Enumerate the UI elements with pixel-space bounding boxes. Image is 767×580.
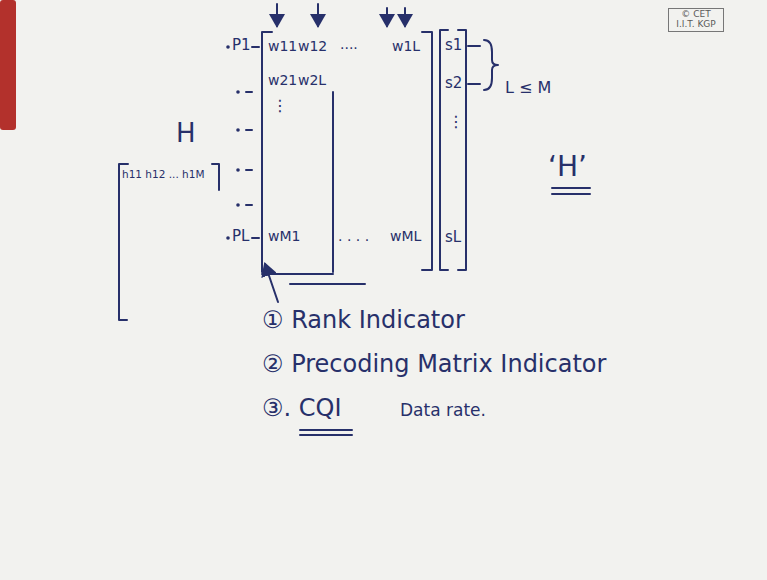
matrix-entry: w11 (268, 38, 297, 55)
vector-dots: ⋮ (448, 112, 464, 131)
matrix-entry: wML (390, 228, 421, 245)
matrix-dots: .... (340, 36, 358, 53)
vector-entry: s2 (445, 74, 462, 92)
matrix-entry: w1L (392, 38, 420, 55)
matrix-name: ‘H’ (548, 150, 587, 184)
constraint-note: L ≤ M (505, 78, 551, 97)
pointer-arrow (265, 264, 278, 302)
list-item: ③. CQI (262, 394, 342, 423)
column-arrow (386, 8, 388, 26)
antenna-label: PL (232, 227, 249, 245)
antenna-dot (236, 128, 240, 132)
antenna-dot (226, 45, 230, 49)
underline (300, 429, 352, 431)
antenna-dash (252, 237, 259, 239)
underline (290, 283, 365, 285)
matrix-dots: . . . . (338, 228, 369, 245)
antenna-dot (236, 168, 240, 172)
antenna-dash (246, 91, 252, 93)
antenna-dot (236, 203, 240, 207)
channel-row: h11 h12 ... h1M (122, 168, 204, 181)
antenna-dash (246, 129, 252, 131)
antenna-label: P1 (232, 36, 251, 54)
column-arrow (276, 4, 278, 26)
antenna-dot (226, 236, 230, 240)
brace (484, 40, 498, 90)
antenna-dot (236, 90, 240, 94)
matrix-name: H (176, 118, 196, 149)
watermark: © CET I.I.T. KGP (668, 8, 724, 32)
board-edge (0, 0, 16, 130)
matrix-entry: w12 (298, 38, 327, 55)
vector-entry: sL (445, 228, 461, 246)
column-arrow (404, 8, 406, 26)
column-line (332, 92, 334, 272)
side-note: Data rate. (400, 400, 486, 420)
antenna-dash (246, 204, 252, 206)
stream-line (468, 83, 480, 85)
underline (552, 187, 590, 189)
underline (300, 434, 352, 436)
list-item: ② Precoding Matrix Indicator (262, 350, 606, 379)
matrix-bracket (422, 32, 432, 270)
matrix-entry: w21 (268, 72, 297, 89)
matrix-entry: w2L (298, 72, 326, 89)
matrix-bracket (119, 164, 128, 320)
column-line (262, 273, 333, 275)
matrix-bracket (212, 164, 219, 190)
antenna-dash (246, 169, 252, 171)
antenna-dash (252, 46, 259, 48)
stream-line (468, 45, 480, 47)
list-item: ① Rank Indicator (262, 306, 465, 335)
matrix-dots: ⋮ (272, 96, 288, 115)
column-arrow (317, 4, 319, 26)
matrix-entry: wM1 (268, 228, 300, 245)
underline (552, 193, 590, 195)
vector-entry: s1 (445, 36, 462, 54)
